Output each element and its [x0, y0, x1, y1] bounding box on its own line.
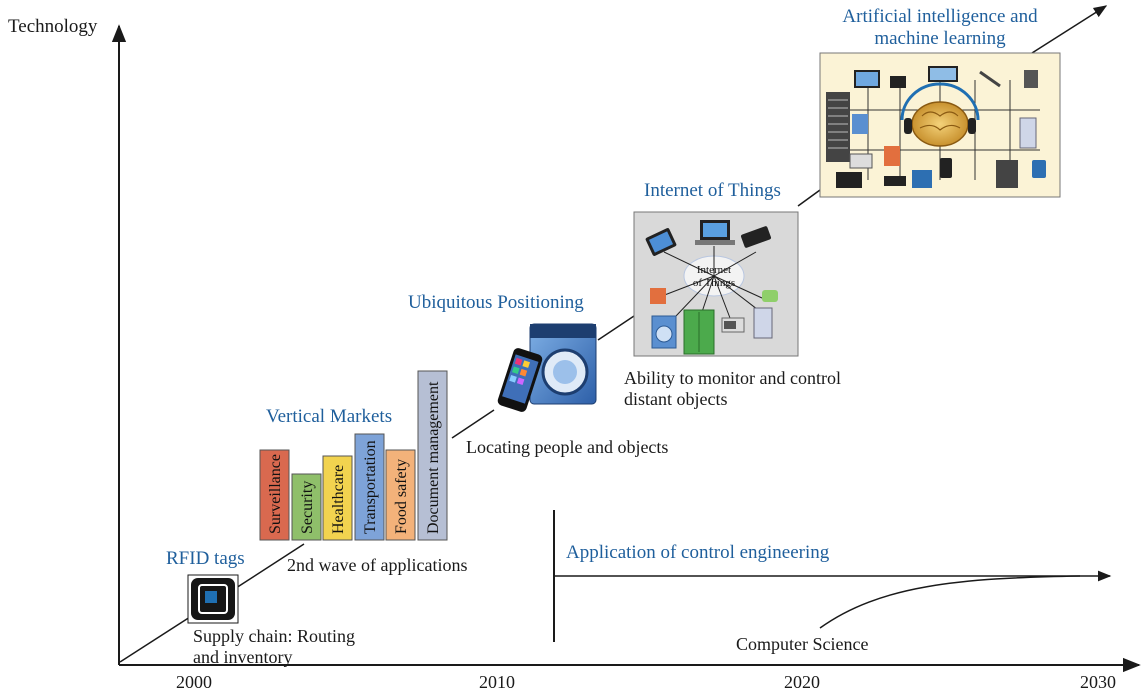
- growth-line: [1031, 5, 1108, 54]
- ubiquitous-positioning-title: Ubiquitous Positioning: [408, 292, 584, 313]
- computer-science-label: Computer Science: [736, 634, 869, 654]
- x-tick-label: 2010: [479, 672, 515, 692]
- market-bar-food-safety: [385, 449, 416, 541]
- iot-title: Internet of Things: [644, 180, 781, 201]
- x-tick-label: 2030: [1080, 672, 1116, 692]
- iot-hub-label: Internet: [697, 264, 731, 276]
- ai-panel: [819, 52, 1061, 198]
- rfid-caption: Supply chain: Routing and inventory: [193, 626, 355, 667]
- market-bar-label: Food safety: [393, 459, 410, 534]
- market-bar-security: [291, 473, 322, 541]
- rfid-title: RFID tags: [166, 548, 245, 569]
- growth-line: [797, 189, 821, 207]
- growth-line: [597, 315, 635, 341]
- vertical-markets-bars: Surveillance Security Healthcare Transpo…: [259, 370, 448, 541]
- ubiquitous-positioning-caption: Locating people and objects: [466, 437, 669, 457]
- growth-line: [235, 543, 305, 589]
- iot-hub-label: of Things: [693, 277, 735, 289]
- growth-line: [451, 409, 495, 439]
- market-bar-label: Transportation: [362, 440, 379, 534]
- x-tick-label: 2000: [176, 672, 212, 692]
- iot-caption: Ability to monitor and control distant o…: [624, 368, 841, 409]
- market-bar-surveillance: [259, 449, 290, 541]
- rfid-tag-icon: [187, 574, 239, 624]
- x-tick-label: 2020: [784, 672, 820, 692]
- growth-line: [119, 616, 191, 663]
- vertical-markets-title: Vertical Markets: [266, 406, 393, 427]
- iot-panel: Internet of Things: [633, 211, 799, 357]
- vertical-markets-caption: 2nd wave of applications: [287, 555, 468, 575]
- market-bar-transportation: [354, 433, 385, 541]
- computer-science-curve: [819, 575, 1081, 629]
- phone-and-washer-illustration: [497, 323, 597, 412]
- market-bar-label: Surveillance: [267, 454, 284, 534]
- market-bar-label: Document management: [425, 381, 442, 534]
- market-bar-document-management: [417, 370, 448, 541]
- y-axis-label: Technology: [8, 16, 98, 37]
- market-bar-label: Security: [299, 481, 316, 534]
- market-bar-healthcare: [322, 455, 353, 541]
- market-bar-label: Healthcare: [330, 465, 347, 534]
- ai-title: Artificial intelligence and machine lear…: [842, 6, 1038, 49]
- control-engineering-label: Application of control engineering: [566, 542, 830, 563]
